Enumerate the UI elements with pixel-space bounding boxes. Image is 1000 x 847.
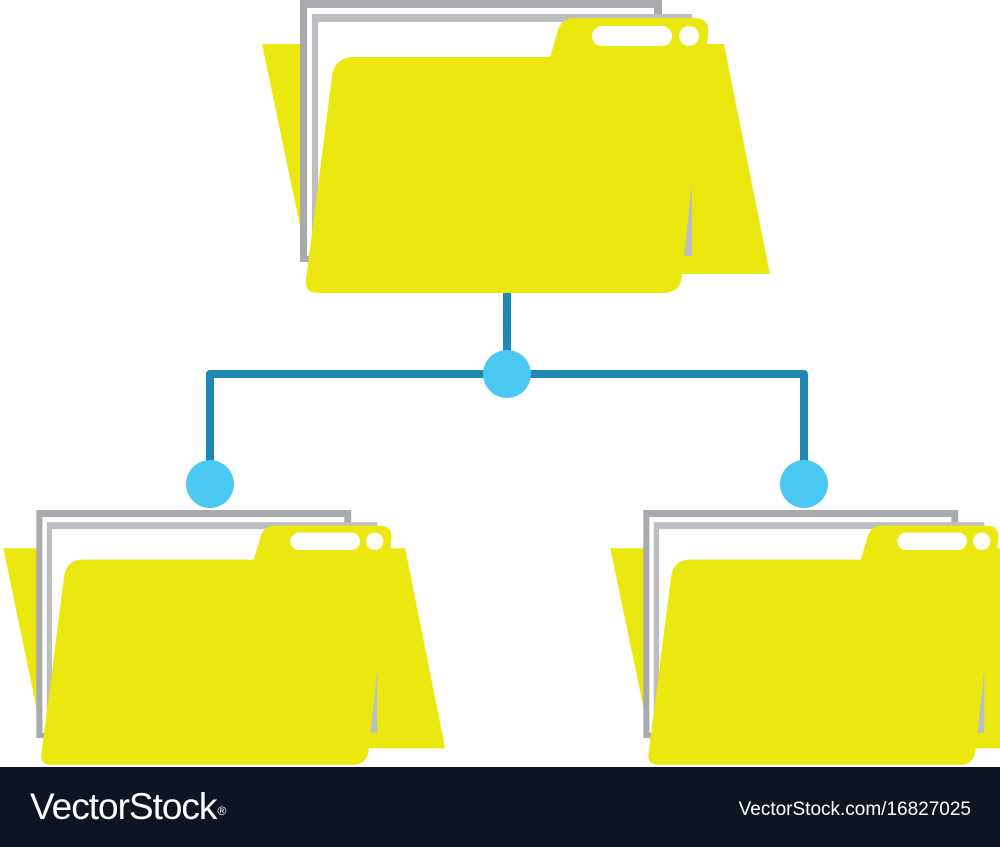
connector-node-center [483, 350, 531, 398]
image-id-text: VectorStock.com/16827025 [738, 799, 971, 820]
folder-icon-right [610, 510, 1000, 765]
brand-logo: VectorStock® [30, 785, 226, 829]
folder-icon-left [3, 510, 446, 765]
folder-icon-root [262, 0, 770, 293]
brand-name: VectorStock [30, 786, 217, 827]
connector-node-right [780, 460, 828, 508]
connector-node-left [186, 460, 234, 508]
connector [186, 290, 828, 508]
folder-hierarchy-diagram [3, 0, 1000, 765]
footer-bar: VectorStock® VectorStock.com/16827025 [0, 767, 1000, 847]
registered-mark: ® [217, 804, 226, 818]
